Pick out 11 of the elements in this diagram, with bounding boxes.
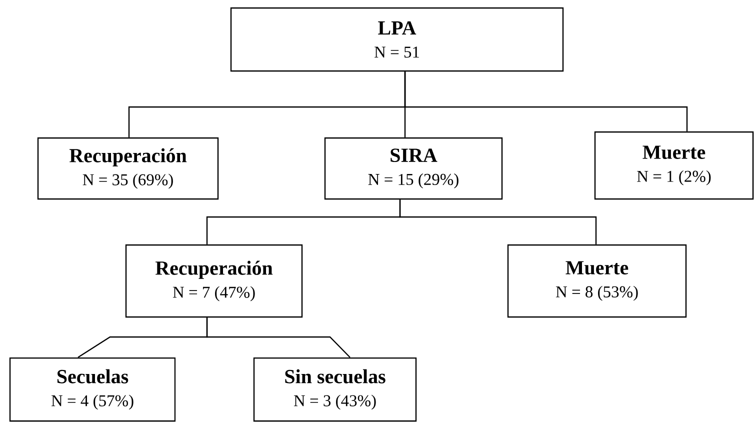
outcome-box: Muerte N = 1 (2%) (594, 131, 754, 200)
outcome-box: Recuperación N = 35 (69%) (37, 137, 219, 200)
outcome-box: LPA N = 51 (230, 7, 564, 72)
outcome-box: Sin secuelas N = 3 (43%) (253, 357, 417, 422)
outcome-box: Secuelas N = 4 (57%) (9, 357, 176, 422)
outcome-box: Recuperación N = 7 (47%) (125, 244, 303, 318)
outcome-box: Muerte N = 8 (53%) (507, 244, 687, 318)
outcome-box: SIRA N = 15 (29%) (324, 137, 503, 200)
connector-line (404, 72, 688, 132)
connector-line (399, 200, 597, 244)
connector-line (206, 318, 350, 358)
